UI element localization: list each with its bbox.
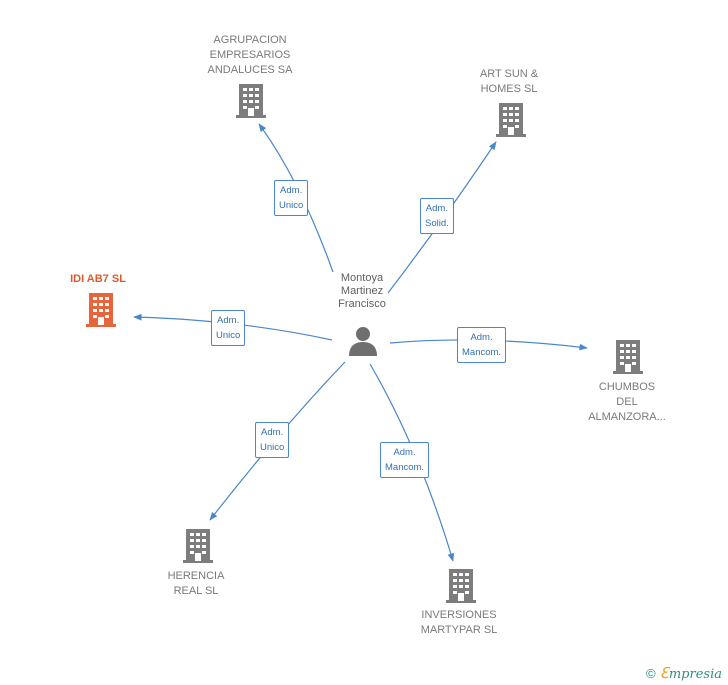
copyright-icon: © bbox=[646, 666, 656, 681]
edge-label-herencia[interactable]: Adm. Unico bbox=[255, 422, 290, 458]
node-label-line: INVERSIONES bbox=[421, 609, 497, 621]
node-label-herencia[interactable]: HERENCIA REAL SL bbox=[168, 569, 225, 599]
edge-label-idi-ab7[interactable]: Adm. Unico bbox=[211, 310, 246, 346]
building-icon[interactable] bbox=[612, 340, 644, 374]
edge-label-line: Adm. bbox=[470, 332, 493, 343]
node-label-line: DEL bbox=[616, 396, 638, 408]
node-label-idi-ab7[interactable]: IDI AB7 SL bbox=[70, 272, 126, 287]
node-label-inversiones[interactable]: INVERSIONES MARTYPAR SL bbox=[421, 608, 498, 638]
edge-label-line: Adm. bbox=[217, 315, 240, 326]
person-name-line2: Martinez bbox=[340, 285, 384, 297]
edge-label-line: Unico bbox=[216, 330, 241, 341]
edge-label-inversiones[interactable]: Adm. Mancom. bbox=[380, 442, 430, 478]
person-icon[interactable] bbox=[347, 326, 379, 356]
building-icon[interactable] bbox=[85, 293, 117, 327]
edge-label-chumbos[interactable]: Adm. Mancom. bbox=[457, 327, 507, 363]
edge-label-line: Adm. bbox=[425, 203, 448, 214]
node-label-line: EMPRESARIOS bbox=[209, 49, 291, 61]
building-icon[interactable] bbox=[445, 569, 477, 603]
person-name[interactable]: Montoya Martinez Francisco bbox=[338, 272, 386, 311]
edge-label-line: Unico bbox=[279, 200, 304, 211]
edge-label-line: Adm. bbox=[261, 427, 284, 438]
node-label-line: HERENCIA bbox=[167, 570, 225, 582]
node-label-line: AGRUPACION bbox=[213, 34, 287, 46]
node-label-line: ALMANZORA... bbox=[588, 411, 666, 423]
edge-label-line: Adm. bbox=[280, 185, 303, 196]
brand-name: mpresia bbox=[668, 667, 722, 682]
brand-logo-icon: ℇ bbox=[659, 664, 669, 682]
edge-label-line: Adm. bbox=[393, 447, 416, 458]
edge-label-line: Unico bbox=[260, 442, 285, 453]
node-label-art-sun[interactable]: ART SUN & HOMES SL bbox=[480, 67, 538, 97]
edge-label-line: Mancom. bbox=[462, 347, 502, 358]
node-label-line: CHUMBOS bbox=[598, 381, 656, 393]
building-icon[interactable] bbox=[182, 529, 214, 563]
person-name-line3: Francisco bbox=[338, 298, 386, 310]
node-label-line: HOMES SL bbox=[480, 83, 538, 95]
person-name-line1: Montoya bbox=[340, 272, 384, 284]
node-label-chumbos[interactable]: CHUMBOS DEL ALMANZORA... bbox=[588, 380, 666, 425]
node-label-line: REAL SL bbox=[173, 585, 219, 597]
edge-label-line: Solid. bbox=[425, 218, 449, 229]
node-label-line: IDI AB7 SL bbox=[70, 273, 126, 285]
node-label-line: MARTYPAR SL bbox=[420, 624, 498, 636]
edge-label-agrupacion[interactable]: Adm. Unico bbox=[274, 180, 309, 216]
building-icon[interactable] bbox=[235, 84, 267, 118]
building-icon[interactable] bbox=[495, 103, 527, 137]
node-label-line: ANDALUCES SA bbox=[207, 64, 293, 76]
edge-label-art-sun[interactable]: Adm. Solid. bbox=[420, 198, 454, 234]
edge-label-line: Mancom. bbox=[385, 462, 425, 473]
node-label-line: ART SUN & bbox=[479, 68, 539, 80]
node-label-agrupacion[interactable]: AGRUPACION EMPRESARIOS ANDALUCES SA bbox=[208, 33, 293, 78]
brand-footer: ©ℇmpresia bbox=[646, 664, 722, 682]
